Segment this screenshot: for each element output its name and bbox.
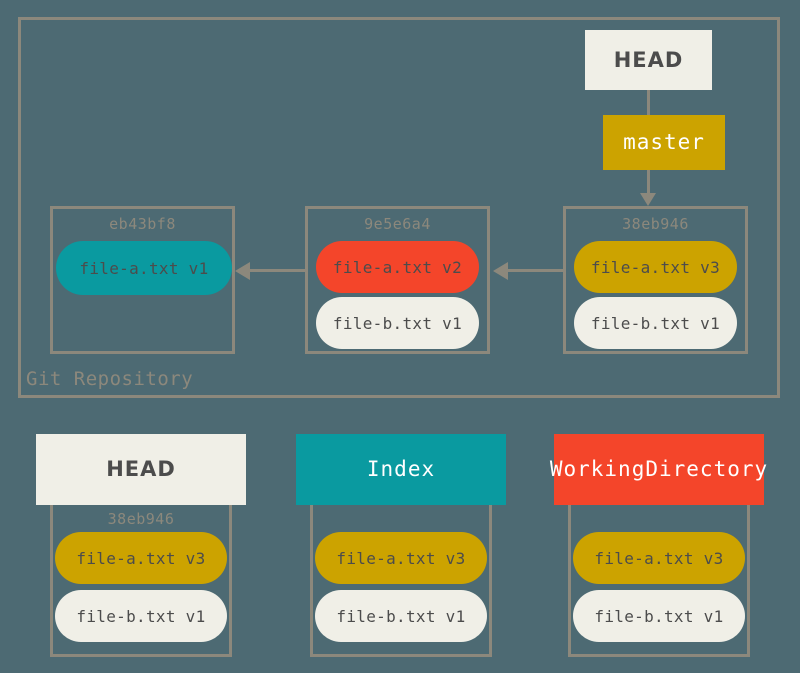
commit-file-pill: file-b.txt v1 [574, 297, 737, 349]
commit-box-9e5e6a4: 9e5e6a4 file-a.txt v2 file-b.txt v1 [305, 206, 490, 354]
area-file-pill: file-a.txt v3 [573, 532, 745, 584]
master-to-commit-connector [647, 170, 650, 194]
commit-sha-label: 38eb946 [622, 215, 689, 233]
parent-arrow-line-2-to-1 [250, 269, 305, 272]
master-ref-box: master [603, 115, 725, 170]
area-file-pill: file-a.txt v3 [55, 532, 227, 584]
area-file-pill: file-b.txt v1 [55, 590, 227, 642]
area-title-line-1: Working [549, 456, 646, 481]
area-bracket-right [747, 505, 750, 657]
area-file-pill: file-b.txt v1 [315, 590, 487, 642]
git-repository-frame [18, 17, 780, 398]
commit-sha-label: eb43bf8 [109, 215, 176, 233]
area-file-pill: file-a.txt v3 [315, 532, 487, 584]
area-title-index: Index [296, 434, 506, 505]
commit-box-38eb946: 38eb946 file-a.txt v3 file-b.txt v1 [563, 206, 748, 354]
area-title-working-directory: Working Directory [550, 434, 767, 505]
commit-sha-label: 9e5e6a4 [364, 215, 431, 233]
head-to-master-connector [647, 90, 650, 115]
area-bracket-left [568, 505, 571, 657]
area-bracket-bottom [50, 654, 232, 657]
parent-arrow-line-3-to-2 [508, 269, 563, 272]
git-repository-label: Git Repository [26, 368, 194, 390]
area-bracket-right [229, 505, 232, 657]
commit-file-pill: file-a.txt v3 [574, 241, 737, 293]
commit-file-pill: file-a.txt v1 [56, 241, 232, 295]
master-to-commit-arrowhead [640, 193, 656, 206]
commit-box-eb43bf8: eb43bf8 file-a.txt v1 [50, 206, 235, 354]
area-title-head: HEAD [36, 434, 246, 505]
area-bracket-left [310, 505, 313, 657]
area-file-pill: file-b.txt v1 [573, 590, 745, 642]
area-bracket-right [489, 505, 492, 657]
area-bracket-left [50, 505, 53, 657]
commit-file-pill: file-a.txt v2 [316, 241, 479, 293]
area-bracket-bottom [568, 654, 750, 657]
parent-arrow-head-2-to-1 [235, 262, 250, 280]
commit-file-pill: file-b.txt v1 [316, 297, 479, 349]
area-title-line-2: Directory [645, 456, 769, 481]
parent-arrow-head-3-to-2 [493, 262, 508, 280]
area-sha-label: 38eb946 [107, 510, 175, 528]
area-bracket-bottom [310, 654, 492, 657]
head-ref-box: HEAD [585, 30, 712, 90]
